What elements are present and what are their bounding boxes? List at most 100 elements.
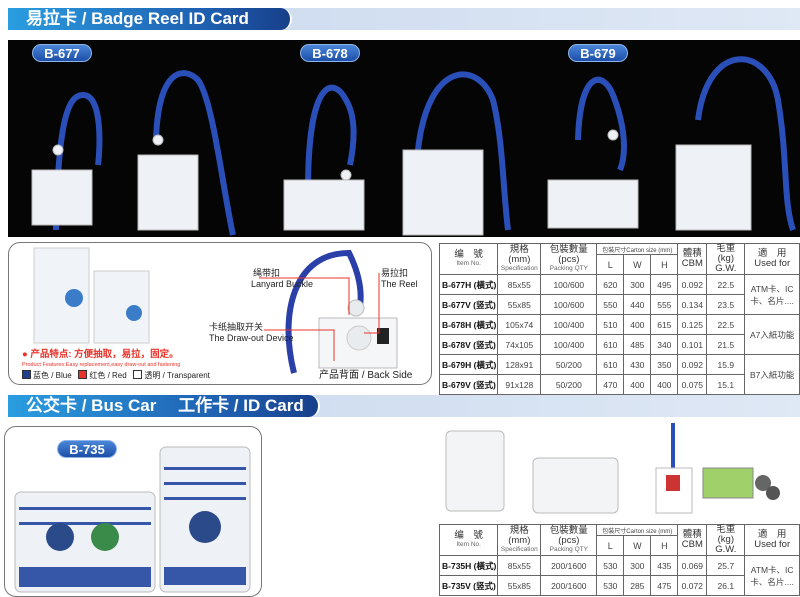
cell-l: 610 (596, 354, 625, 375)
cell-h: 495 (650, 274, 679, 295)
model-badge-b735: B-735 (57, 440, 117, 458)
cell-gw: 25.7 (706, 555, 746, 576)
col-pack: 包裝數量(pcs)Packing QTY (540, 243, 598, 275)
cell-w: 440 (623, 294, 652, 315)
item-no: B-677H (橫式) (438, 274, 499, 295)
cell-pack: 100/600 (540, 274, 598, 295)
cell-w: 300 (623, 274, 652, 295)
item-no: B-735H (橫式) (438, 555, 499, 576)
cell-cbm: 0.072 (677, 575, 708, 596)
cell-cbm: 0.092 (677, 354, 708, 375)
color-options: 蓝色 / Blue 红色 / Red 透明 / Transparent (22, 370, 210, 381)
cell-spec: 85x55 (497, 555, 542, 576)
cell-pack: 100/600 (540, 294, 598, 315)
col-h: H (650, 535, 679, 556)
item-no: B-677V (竖式) (438, 294, 499, 315)
cell-cbm: 0.092 (677, 274, 708, 295)
cell-spec: 55x85 (497, 294, 542, 315)
col-h: H (650, 254, 679, 275)
cell-gw: 15.9 (706, 354, 746, 375)
col-w: W (623, 254, 652, 275)
color-red: 红色 / Red (78, 370, 127, 380)
cell-spec: 105x74 (497, 314, 542, 335)
card-holder-illustration (14, 446, 251, 593)
col-l: L (596, 254, 625, 275)
cell-gw: 21.5 (706, 334, 746, 355)
cell-pack: 100/400 (540, 334, 598, 355)
item-no: B-678V (竖式) (438, 334, 499, 355)
cell-l: 550 (596, 294, 625, 315)
features-en: Product Features:Easy replacement,easy d… (22, 362, 181, 368)
cell-l: 530 (596, 575, 625, 596)
used-for: ATM卡、IC卡、名片.... (744, 274, 800, 315)
cell-w: 285 (623, 575, 652, 596)
cell-pack: 200/1600 (540, 555, 598, 576)
col-spec: 規格(mm)Specification (497, 243, 542, 275)
col-carton: 包裝尺寸Carton size (mm) (596, 524, 679, 536)
cell-h: 615 (650, 314, 679, 335)
model-badge-b678: B-678 (300, 44, 360, 62)
model-badge-b679: B-679 (568, 44, 628, 62)
cell-l: 510 (596, 314, 625, 335)
color-transparent: 透明 / Transparent (133, 370, 210, 380)
col-carton: 包裝尺寸Carton size (mm) (596, 243, 679, 255)
col-l: L (596, 535, 625, 556)
cell-gw: 22.5 (706, 314, 746, 335)
feature-illustration (33, 247, 398, 374)
cell-w: 400 (623, 314, 652, 335)
cell-w: 300 (623, 555, 652, 576)
col-w: W (623, 535, 652, 556)
used-for: ATM卡、IC卡、名片.... (744, 555, 800, 596)
col-gw: 毛重(kg)G.W. (706, 243, 746, 275)
used-for: A7入紙功能 (744, 314, 800, 355)
cell-h: 400 (650, 374, 679, 395)
color-blue: 蓝色 / Blue (22, 370, 72, 380)
cell-gw: 22.5 (706, 274, 746, 295)
used-for: B7入紙功能 (744, 354, 800, 395)
b735-product-panel: B-735 (4, 426, 262, 597)
cell-h: 435 (650, 555, 679, 576)
item-no: B-679V (竖式) (438, 374, 499, 395)
cell-spec: 55x85 (497, 575, 542, 596)
cell-w: 400 (623, 374, 652, 395)
cell-spec: 74x105 (497, 334, 542, 355)
cell-l: 620 (596, 274, 625, 295)
cell-gw: 23.5 (706, 294, 746, 315)
cell-h: 475 (650, 575, 679, 596)
cell-cbm: 0.075 (677, 374, 708, 395)
cell-l: 530 (596, 555, 625, 576)
model-badge-b677: B-677 (32, 44, 92, 62)
cell-l: 470 (596, 374, 625, 395)
cell-pack: 50/200 (540, 354, 598, 375)
cell-pack: 50/200 (540, 374, 598, 395)
col-pack: 包裝數量(pcs)Packing QTY (540, 524, 598, 556)
lanyard-products-illustration (31, 56, 796, 236)
cell-pack: 100/400 (540, 314, 598, 335)
cell-cbm: 0.125 (677, 314, 708, 335)
cell-w: 485 (623, 334, 652, 355)
section-title: 公交卡 / Bus Car 工作卡 / ID Card (8, 395, 320, 417)
cell-gw: 26.1 (706, 575, 746, 596)
item-no: B-678H (橫式) (438, 314, 499, 335)
back-side-label: 产品背面 / Back Side (319, 370, 413, 381)
cell-gw: 15.1 (706, 374, 746, 395)
col-gw: 毛重(kg)G.W. (706, 524, 746, 556)
product-photo-banner: B-677 B-678 B-679 (8, 40, 800, 237)
col-spec: 規格(mm)Specification (497, 524, 542, 556)
section-header-bus-id: 公交卡 / Bus Car 工作卡 / ID Card (8, 395, 800, 417)
cell-cbm: 0.069 (677, 555, 708, 576)
features-cn: ● 产品特点: 方便抽取，易拉，固定。 (22, 349, 179, 360)
